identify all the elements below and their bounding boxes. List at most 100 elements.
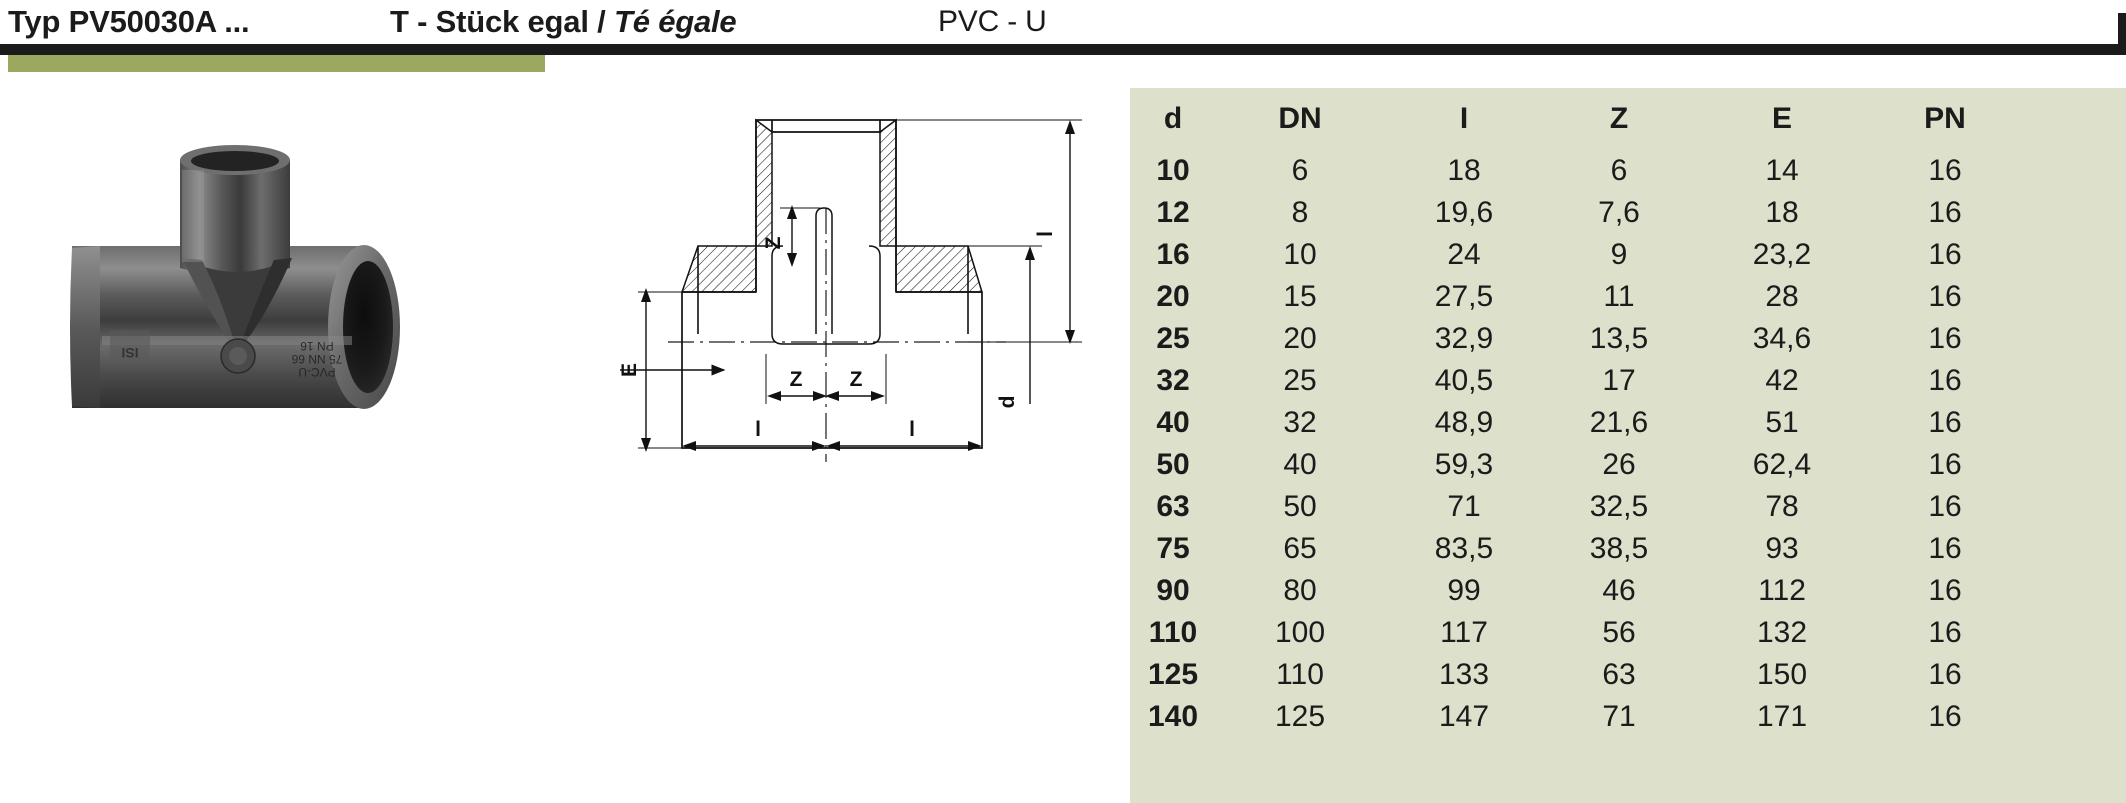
cell-i: 24	[1447, 238, 1481, 271]
cell-e: 150	[1756, 658, 1808, 691]
cell-i: 133	[1438, 658, 1490, 691]
cell-dn: 10	[1283, 238, 1317, 271]
cell-d: 125	[1147, 658, 1199, 691]
cell-i: 117	[1440, 616, 1488, 649]
cell-dn: 110	[1276, 658, 1324, 691]
product-name: T - Stück egal / Té égale	[390, 2, 737, 42]
cell-z: 71	[1602, 700, 1636, 733]
cell-e: 28	[1765, 280, 1799, 313]
cell-e: 93	[1765, 532, 1799, 565]
dimension-table-head: d DN I Z E PN	[1130, 88, 2126, 150]
dim-label-d: d	[996, 396, 1019, 409]
column-header-e: E	[1771, 102, 1792, 135]
cell-pn: 16	[1928, 406, 1962, 439]
cell-i: 18	[1447, 154, 1481, 187]
cell-dn: 20	[1283, 322, 1317, 355]
cell-e: 23,2	[1752, 238, 1812, 271]
cell-i: 32,9	[1434, 322, 1494, 355]
cell-dn: 80	[1283, 574, 1317, 607]
cell-dn: 100	[1274, 616, 1326, 649]
cell-i: 19,6	[1434, 196, 1494, 229]
cell-z: 9	[1610, 238, 1628, 271]
cell-spacer	[2020, 570, 2126, 612]
cell-spacer	[2020, 696, 2126, 738]
cell-d: 16	[1156, 238, 1190, 271]
cell-pn: 16	[1928, 238, 1962, 271]
column-header-d: d	[1163, 102, 1183, 135]
cell-spacer	[2020, 402, 2126, 444]
cell-e: 62,4	[1752, 448, 1812, 481]
cell-e: 171	[1756, 700, 1808, 733]
cell-spacer	[2020, 318, 2126, 360]
cell-e: 132	[1756, 616, 1808, 649]
cell-d: 25	[1156, 322, 1190, 355]
cell-dn: 40	[1283, 448, 1317, 481]
svg-text:75 NN 66: 75 NN 66	[291, 352, 342, 366]
dim-label-Z-right: Z	[850, 368, 863, 391]
dim-label-Z-left: Z	[790, 368, 803, 391]
cell-z: 11	[1603, 280, 1635, 313]
cell-pn: 16	[1928, 532, 1962, 565]
cell-i: 147	[1438, 700, 1490, 733]
cell-z: 38,5	[1589, 532, 1649, 565]
cell-d: 10	[1156, 154, 1190, 187]
cell-pn: 16	[1928, 154, 1962, 187]
cell-z: 13,5	[1589, 322, 1649, 355]
cell-dn: 125	[1274, 700, 1326, 733]
column-header-spacer	[2020, 88, 2126, 150]
product-name-fr: Té égale	[614, 4, 737, 39]
cell-pn: 16	[1928, 280, 1962, 313]
table-row: 140 125 147 71 171 16	[1130, 696, 2126, 738]
cell-spacer	[2020, 360, 2126, 402]
cell-pn: 16	[1928, 574, 1962, 607]
cell-spacer	[2020, 276, 2126, 318]
cell-spacer	[2020, 444, 2126, 486]
cell-d: 140	[1147, 700, 1199, 733]
cell-spacer	[2020, 234, 2126, 276]
material-label: PVC - U	[938, 5, 1047, 38]
svg-text:ISI: ISI	[121, 345, 138, 361]
header-divider-rule	[0, 44, 2126, 55]
cell-i: 40,5	[1434, 364, 1494, 397]
table-row: 16 10 24 9 23,2 16	[1130, 234, 2126, 276]
cell-i: 83,5	[1434, 532, 1494, 565]
cell-spacer	[2020, 612, 2126, 654]
cell-d: 40	[1156, 406, 1190, 439]
cell-i: 59,3	[1434, 448, 1494, 481]
cell-spacer	[2020, 192, 2126, 234]
cell-d: 90	[1156, 574, 1190, 607]
cell-z: 7,6	[1598, 196, 1640, 229]
cell-i: 71	[1447, 490, 1481, 523]
column-header-i: I	[1459, 102, 1469, 135]
cell-dn: 6	[1291, 154, 1309, 187]
cell-e: 18	[1765, 196, 1799, 229]
cell-pn: 16	[1928, 658, 1962, 691]
cell-dn: 32	[1283, 406, 1317, 439]
cell-e: 42	[1765, 364, 1799, 397]
cell-pn: 16	[1928, 700, 1962, 733]
cell-z: 26	[1602, 448, 1636, 481]
cell-pn: 16	[1928, 196, 1962, 229]
cell-e: 34,6	[1752, 322, 1812, 355]
cell-e: 51	[1765, 406, 1799, 439]
cell-d: 50	[1156, 448, 1190, 481]
cell-dn: 25	[1283, 364, 1317, 397]
cell-z: 32,5	[1589, 490, 1649, 523]
dim-label-l-outer: l	[1034, 231, 1057, 237]
dim-label-Z-branch: Z	[762, 236, 785, 249]
column-header-z: Z	[1609, 102, 1629, 135]
cell-e: 112	[1758, 574, 1806, 607]
cell-pn: 16	[1928, 490, 1962, 523]
product-photo-image: ISI PVC-U 75 NN 66 PN 16	[70, 145, 400, 409]
cell-d: 12	[1156, 196, 1190, 229]
